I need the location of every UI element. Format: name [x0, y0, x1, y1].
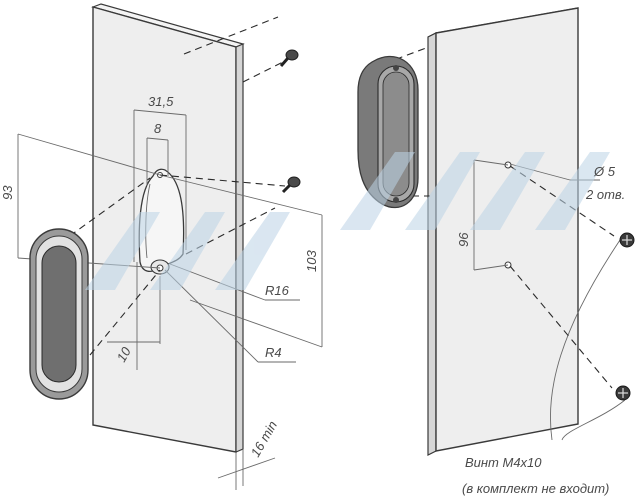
dimension-103: 103 [304, 250, 319, 272]
screw-note-line1: Винт M4x10 [465, 455, 542, 470]
dimension-31-5: 31,5 [148, 94, 174, 109]
hole-diameter-label: Ø 5 [593, 164, 616, 179]
screw-icon [281, 176, 301, 194]
right-dimension-lines [473, 159, 626, 441]
screw-icon [279, 49, 299, 67]
left-dimension-lines [17, 109, 323, 490]
dimension-r4: R4 [265, 345, 282, 360]
dimension-16-min: 16 min [248, 418, 281, 459]
right-panel-back-face [435, 7, 579, 452]
right-panel [427, 7, 579, 456]
watermark-logo [85, 152, 610, 290]
left-panel-side-face [235, 43, 244, 453]
dimension-8: 8 [154, 121, 162, 136]
recessed-handle-icon [29, 228, 89, 400]
dimension-r16: R16 [265, 283, 290, 298]
dimension-96: 96 [456, 232, 471, 247]
screw-icon [619, 232, 635, 248]
right-panel-side-face [427, 32, 437, 456]
screw-icon [615, 385, 631, 401]
hole-count-label: 2 отв. [585, 187, 625, 202]
right-holes [504, 161, 512, 269]
screw-note-line2: (в комплект не входит) [462, 481, 609, 496]
dimension-93: 93 [0, 185, 15, 200]
